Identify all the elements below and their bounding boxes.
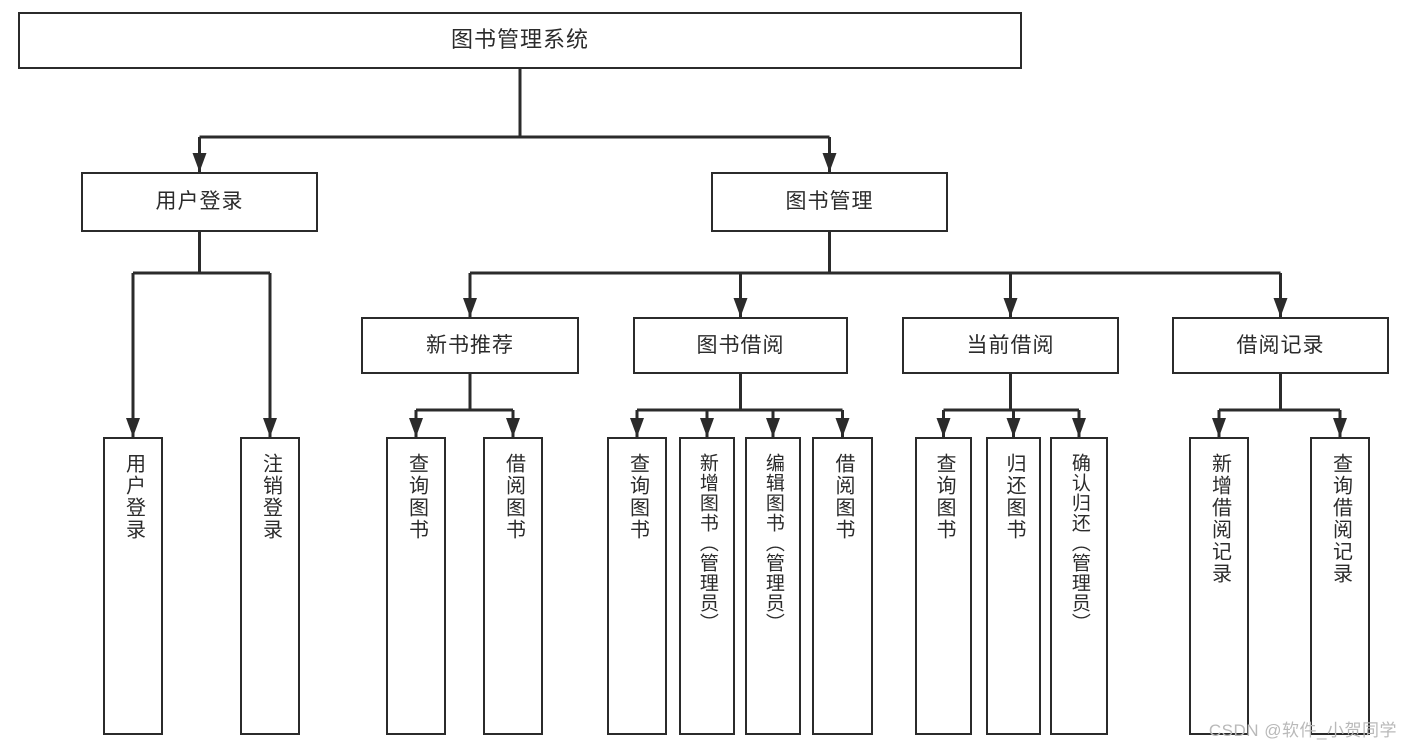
node-label: 新书推荐 — [426, 333, 514, 357]
node-leaf-logout[interactable]: 注销登录 — [240, 437, 300, 735]
node-label: 借阅图书 — [832, 453, 854, 541]
node-label: 当前借阅 — [966, 333, 1055, 357]
node-leaf-borrow-book-2[interactable]: 借阅图书 — [812, 437, 873, 735]
node-leaf-query-record[interactable]: 查询借阅记录 — [1310, 437, 1370, 735]
node-label: 归还图书 — [1003, 453, 1025, 541]
node-label: 查询借阅记录 — [1329, 453, 1352, 585]
node-user-login[interactable]: 用户登录 — [81, 172, 318, 232]
node-current-borrow[interactable]: 当前借阅 — [902, 317, 1119, 374]
node-leaf-query-book-3[interactable]: 查询图书 — [915, 437, 972, 735]
node-label: 确认归还（管理员） — [1068, 453, 1090, 633]
node-leaf-confirm-return[interactable]: 确认归还（管理员） — [1050, 437, 1108, 735]
node-label: 查询图书 — [626, 453, 649, 541]
watermark-text: CSDN @软件_小贺同学 — [1208, 721, 1397, 740]
node-label: 图书管理 — [785, 190, 874, 214]
node-leaf-borrow-book-1[interactable]: 借阅图书 — [483, 437, 543, 735]
node-label: 借阅记录 — [1236, 333, 1325, 357]
node-root[interactable]: 图书管理系统 — [18, 12, 1022, 69]
node-label: 查询图书 — [933, 453, 955, 541]
node-label: 用户登录 — [122, 453, 145, 541]
node-leaf-user-login[interactable]: 用户登录 — [103, 437, 163, 735]
node-leaf-edit-book[interactable]: 编辑图书（管理员） — [745, 437, 801, 735]
node-leaf-add-record[interactable]: 新增借阅记录 — [1189, 437, 1249, 735]
node-book-borrow[interactable]: 图书借阅 — [633, 317, 848, 374]
node-label: 注销登录 — [259, 453, 282, 541]
node-label: 查询图书 — [405, 453, 428, 541]
node-label: 借阅图书 — [502, 453, 525, 541]
node-label: 用户登录 — [155, 190, 244, 214]
node-leaf-query-book-1[interactable]: 查询图书 — [386, 437, 446, 735]
node-label: 图书管理系统 — [450, 27, 589, 53]
node-new-book-recommend[interactable]: 新书推荐 — [361, 317, 579, 374]
node-label: 图书借阅 — [696, 333, 785, 357]
node-leaf-query-book-2[interactable]: 查询图书 — [607, 437, 667, 735]
node-book-manage[interactable]: 图书管理 — [711, 172, 948, 232]
node-leaf-add-book[interactable]: 新增图书（管理员） — [679, 437, 735, 735]
node-label: 编辑图书（管理员） — [762, 453, 784, 633]
node-leaf-return-book[interactable]: 归还图书 — [986, 437, 1041, 735]
node-label: 新增图书（管理员） — [696, 453, 718, 633]
node-label: 新增借阅记录 — [1208, 453, 1231, 585]
node-borrow-record[interactable]: 借阅记录 — [1172, 317, 1389, 374]
